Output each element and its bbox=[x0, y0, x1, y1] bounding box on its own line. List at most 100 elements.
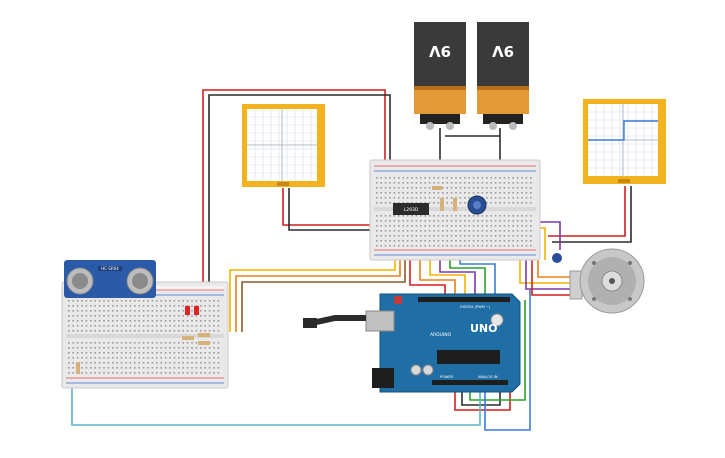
breadboard-hole bbox=[129, 320, 132, 322]
breadboard-hole bbox=[182, 315, 184, 317]
breadboard-hole bbox=[213, 347, 215, 349]
breadboard-hole bbox=[521, 177, 523, 179]
breadboard-hole bbox=[415, 240, 418, 242]
breadboard-hole bbox=[455, 225, 457, 227]
dc-motor[interactable] bbox=[569, 248, 645, 314]
breadboard-hole bbox=[398, 245, 400, 247]
wire-red-to-arduino[interactable] bbox=[409, 245, 446, 298]
breadboard-hole bbox=[477, 230, 479, 232]
breadboard-hole bbox=[195, 342, 198, 344]
breadboard-hole bbox=[208, 315, 211, 317]
breadboard-hole bbox=[521, 235, 523, 237]
wire-bottom-red[interactable] bbox=[454, 388, 511, 411]
breadboard-hole bbox=[98, 305, 101, 307]
breadboard-hole bbox=[477, 215, 479, 217]
breadboard-hole bbox=[178, 367, 180, 369]
breadboard-hole bbox=[178, 310, 180, 312]
breadboard-hole bbox=[191, 320, 193, 322]
breadboard-hole bbox=[503, 182, 506, 184]
breadboard-hole bbox=[490, 215, 492, 217]
breadboard-hole bbox=[178, 315, 180, 317]
breadboard-hole bbox=[464, 225, 466, 227]
breadboard-hole bbox=[81, 330, 83, 332]
wire-osc2-black[interactable] bbox=[552, 186, 632, 243]
breadboard-hole bbox=[424, 177, 426, 179]
breadboard-hole bbox=[164, 352, 167, 354]
breadboard-hole bbox=[472, 245, 475, 247]
breadboard-hole bbox=[415, 202, 418, 204]
breadboard-hole bbox=[200, 372, 202, 374]
capacitor[interactable] bbox=[552, 253, 562, 263]
left-bb-components bbox=[76, 306, 210, 374]
breadboard-hole bbox=[94, 305, 96, 307]
breadboard-hole bbox=[499, 182, 501, 184]
breadboard-hole bbox=[402, 240, 404, 242]
breadboard-hole bbox=[68, 347, 70, 349]
breadboard-hole bbox=[437, 245, 440, 247]
potentiometer[interactable] bbox=[467, 195, 487, 215]
breadboard-hole bbox=[468, 177, 470, 179]
breadboard-hole bbox=[72, 325, 74, 327]
breadboard-hole bbox=[160, 330, 162, 332]
wire-osc1-red[interactable] bbox=[282, 188, 372, 226]
wire-motor-red[interactable] bbox=[531, 245, 575, 296]
breadboard-hole bbox=[125, 362, 127, 364]
breadboard-hole bbox=[376, 177, 378, 179]
breadboard-hole bbox=[173, 305, 176, 307]
ultrasonic-sensor[interactable]: HC-SR04 bbox=[64, 260, 156, 298]
breadboard-hole bbox=[182, 372, 184, 374]
breadboard-hole bbox=[446, 192, 448, 194]
oscilloscope-right[interactable] bbox=[583, 99, 666, 184]
breadboard-hole bbox=[477, 182, 479, 184]
breadboard-hole bbox=[433, 215, 435, 217]
breadboard-hole bbox=[384, 187, 387, 189]
wire-osc2-red[interactable] bbox=[548, 186, 626, 237]
battery-2[interactable]: 9V bbox=[477, 22, 529, 130]
breadboard-hole bbox=[499, 240, 501, 242]
wire-bottom-green[interactable] bbox=[469, 300, 526, 401]
breadboard-hole bbox=[468, 197, 470, 199]
wire-top-red-loop[interactable] bbox=[202, 89, 386, 300]
breadboard-hole bbox=[486, 215, 488, 217]
wire-cyan-long[interactable] bbox=[71, 355, 481, 426]
breadboard-hole bbox=[129, 372, 132, 374]
breadboard-hole bbox=[521, 215, 523, 217]
breadboard-hole bbox=[208, 305, 211, 307]
breadboard-hole bbox=[499, 192, 501, 194]
breadboard-hole bbox=[107, 305, 110, 307]
breadboard-hole bbox=[178, 357, 180, 359]
breadboard-hole bbox=[508, 235, 510, 237]
breadboard-hole bbox=[433, 182, 435, 184]
wire-top-black-loop[interactable] bbox=[208, 94, 391, 300]
breadboard-hole bbox=[516, 192, 519, 194]
motor-driver-ic[interactable]: L293D bbox=[393, 203, 429, 215]
arduino-uno[interactable]: UNO ARDUINO DIGITAL (PWM ~) POWER ANALOG… bbox=[303, 293, 521, 393]
battery-1[interactable]: 9V bbox=[414, 22, 466, 130]
breadboard-hole bbox=[406, 215, 409, 217]
wire-orange-to-arduino[interactable] bbox=[419, 245, 456, 298]
breadboard-hole bbox=[442, 225, 444, 227]
breadboard-hole bbox=[112, 347, 114, 349]
breadboard-hole bbox=[389, 187, 391, 189]
breadboard-hole bbox=[200, 300, 202, 302]
breadboard-hole bbox=[389, 215, 391, 217]
wire-bottom-blue[interactable] bbox=[484, 290, 531, 431]
wire-bottom-black[interactable] bbox=[461, 388, 501, 406]
breadboard-hole bbox=[103, 330, 105, 332]
breadboard-hole bbox=[402, 215, 404, 217]
breadboard-hole bbox=[420, 245, 422, 247]
breadboard-hole bbox=[384, 192, 387, 194]
breadboard-hole bbox=[81, 300, 83, 302]
breadboard-hole bbox=[521, 202, 523, 204]
breadboard-hole bbox=[195, 325, 198, 327]
oscilloscope-left[interactable] bbox=[242, 104, 325, 187]
breadboard-hole bbox=[464, 235, 466, 237]
breadboard-hole bbox=[406, 220, 409, 222]
wire-brown-span[interactable] bbox=[241, 240, 406, 332]
breadboard-hole bbox=[411, 230, 413, 232]
breadboard-hole bbox=[178, 320, 180, 322]
breadboard-hole bbox=[173, 362, 176, 364]
breadboard-hole bbox=[134, 352, 136, 354]
breadboard-hole bbox=[420, 187, 422, 189]
